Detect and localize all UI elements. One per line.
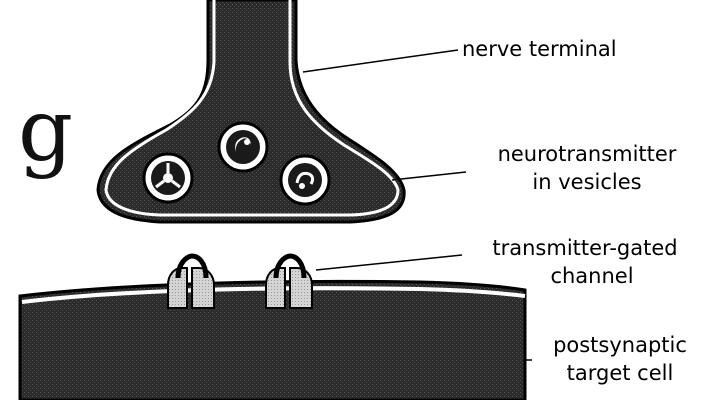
channel-left [168, 256, 214, 308]
label-neurotransmitter-line2: in vesicles [532, 170, 641, 194]
label-target-line1: postsynaptic [553, 333, 687, 357]
leader-line-channel [316, 255, 462, 270]
label-nerve-terminal: nerve terminal [462, 37, 617, 61]
cropped-text-fragment: g [18, 81, 73, 181]
label-neurotransmitter-line1: neurotransmitter [498, 142, 677, 166]
vesicle-right [281, 156, 329, 204]
leader-line-neurotransmitter [392, 172, 466, 180]
label-channel-line2: channel [550, 264, 633, 288]
label-target-line2: target cell [567, 361, 674, 385]
nerve-terminal [98, 0, 404, 222]
label-channel-line1: transmitter-gated [492, 236, 677, 260]
leader-line-nerve-terminal [303, 50, 458, 72]
vesicle-left [144, 154, 192, 202]
vesicle-top [219, 123, 267, 171]
channel-right [266, 256, 312, 308]
